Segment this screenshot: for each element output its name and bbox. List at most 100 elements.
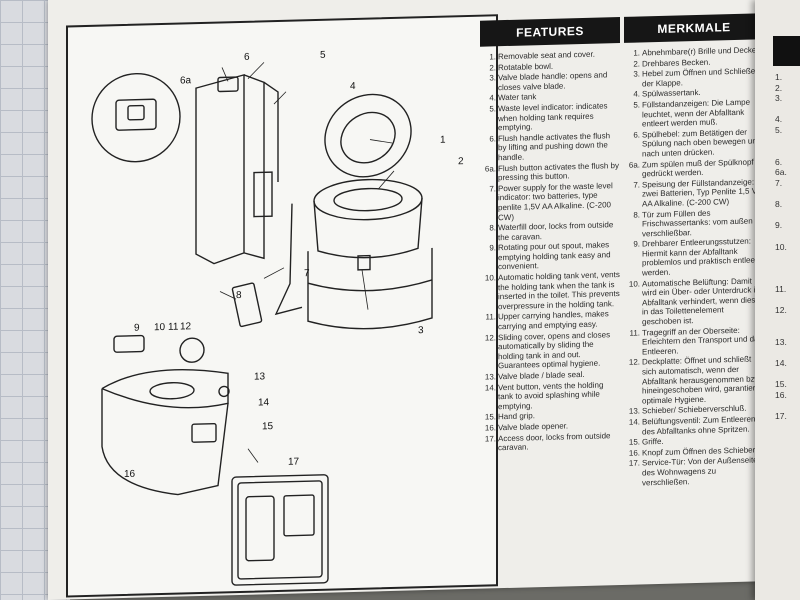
merkmale-item-number: 12. [628, 357, 640, 368]
features-item-number: 17. [484, 433, 496, 444]
features-item-text: Access door, locks from outside caravan. [498, 430, 611, 453]
features-item-text: Valve blade handle: opens and closes val… [498, 70, 608, 92]
callout-16: 16 [124, 468, 136, 481]
next-page-list: 1.2.3. 4.5. 6.6a.7. 8. 9. 10. 11. 12. 13… [775, 72, 800, 432]
features-item-number: 9. [489, 243, 496, 253]
features-item: 11.Upper carrying handles, makes carryin… [480, 309, 620, 332]
callout-8: 8 [236, 289, 242, 302]
features-item: 5.Waste level indicator: indicates when … [480, 101, 620, 133]
next-page-line [775, 294, 800, 305]
next-page-line: 6a. [775, 167, 787, 178]
features-item: 6.Flush handle activates the flush by li… [480, 131, 620, 163]
merkmale-item: 6a.Zum spülen muß der Spülknopf gedrückt… [624, 157, 758, 180]
next-page-line [775, 104, 800, 115]
callout-10: 10 [154, 321, 166, 334]
callout-17: 17 [288, 456, 300, 468]
merkmale-item-number: 5. [633, 100, 640, 110]
merkmale-item-text: Spülwassertank. [642, 88, 701, 99]
manual-page: 1 2 3 4 5 6 6a 7 8 9 10 11 12 13 14 15 1… [48, 0, 758, 600]
next-page-line [775, 189, 800, 200]
merkmale-item: 12.Deckplatte: Öffnet und schließt sich … [624, 355, 758, 407]
features-item-text: Automatic holding tank vent, vents the h… [498, 270, 620, 312]
merkmale-heading: MERKMALE [624, 13, 758, 43]
flush-handle-shape [217, 76, 239, 93]
features-item-text: Valve blade / blade seal. [498, 369, 585, 382]
merkmale-item: 17.Service-Tür: Von der Außenseite des W… [624, 456, 758, 488]
next-page-line [775, 263, 800, 274]
next-page-line [775, 273, 800, 284]
features-item-text: Power supply for the waste level indicat… [498, 180, 613, 222]
merkmale-item-text: Füllstandanzeigen: Die Lampe leuchtet, w… [642, 97, 751, 129]
features-item-number: 15. [484, 412, 496, 422]
merkmale-item-number: 3. [633, 69, 640, 79]
features-item-number: 6. [489, 134, 496, 144]
next-page-line: 10. [775, 241, 787, 252]
merkmale-item-text: Drehbares Becken. [642, 57, 711, 69]
features-item-text: Rotatable bowl. [498, 61, 554, 72]
features-item-number: 16. [484, 423, 496, 433]
features-item: 6a.Flush button activates the flush by p… [480, 161, 620, 184]
valve-handle-shape [357, 254, 371, 271]
callout-12: 12 [180, 321, 192, 333]
merkmale-item-text: Zum spülen muß der Spülknopf gedrückt we… [642, 157, 754, 179]
features-item: 3.Valve blade handle: opens and closes v… [480, 70, 620, 93]
merkmale-item-number: 2. [633, 59, 640, 69]
next-page-line [775, 326, 800, 337]
next-page-line: 13. [775, 336, 787, 347]
features-item-number: 10. [484, 273, 496, 283]
merkmale-item-text: Spülhebel: zum Betätigen der Spülung nac… [642, 127, 758, 159]
access-door-frame [231, 474, 329, 586]
features-item-number: 12. [484, 332, 496, 343]
features-item-text: Upper carrying handles, makes carrying a… [498, 309, 609, 332]
merkmale-item-text: Tür zum Füllen des Frischwassertanks: vo… [642, 208, 753, 239]
merkmale-item-number: 13. [628, 406, 640, 417]
features-item-number: 6a. [484, 163, 496, 174]
merkmale-item-number: 8. [633, 209, 640, 220]
pump-shape [253, 171, 273, 218]
next-page-line [775, 136, 800, 147]
callout-2: 2 [458, 156, 464, 168]
merkmale-item: 9.Drehbarer Entleerungsstutzen: Hiermit … [624, 237, 758, 279]
callout-4: 4 [350, 80, 356, 93]
merkmale-item-number: 9. [633, 239, 640, 249]
features-item-number: 5. [489, 104, 496, 114]
features-item-text: Flush handle activates the flush by lift… [498, 131, 611, 163]
callout-6: 6 [244, 51, 250, 63]
merkmale-list: 1.Abnehmbare(r) Brille und Deckel.2.Dreh… [624, 45, 758, 488]
features-item-number: 4. [489, 93, 496, 103]
features-item-text: Waterfill door, locks from outside the c… [498, 220, 614, 242]
features-item-number: 8. [489, 223, 496, 233]
next-page-line [775, 210, 800, 221]
features-item-text: Sliding cover, opens and closes automati… [498, 329, 611, 371]
merkmale-item-text: Hebel zum Öffnen und Schließen der Klapp… [642, 66, 758, 89]
features-item: 12.Sliding cover, opens and closes autom… [480, 330, 620, 372]
next-page-line: 3. [775, 93, 783, 104]
merkmale-item: 14.Belüftungsventil: Zum Entleeren des A… [624, 414, 758, 437]
merkmale-item-text: Belüftungsventil: Zum Entleeren des Abfa… [642, 414, 756, 437]
callout-6a: 6a [180, 75, 192, 87]
features-item-text: Hand grip. [498, 411, 535, 422]
next-page-line [775, 347, 800, 358]
callout-3: 3 [418, 325, 424, 337]
toilet-diagram: 1 2 3 4 5 6 6a 7 8 9 10 11 12 13 14 15 1… [66, 14, 498, 598]
next-page-line [775, 146, 800, 157]
features-item-text: Waste level indicator: indicates when ho… [498, 101, 608, 133]
merkmale-item-text: Service-Tür: Von der Außenseite des Wohn… [642, 455, 758, 487]
merkmale-item-text: Schieber/ Schieberverschluß. [642, 404, 747, 416]
callout-11: 11 [168, 321, 179, 333]
merkmale-item-number: 14. [628, 417, 640, 427]
features-column: FEATURES 1.Removable seat and cover.2.Ro… [480, 17, 620, 454]
merkmale-item: 8.Tür zum Füllen des Frischwassertanks: … [624, 207, 758, 239]
features-item-text: Vent button, vents the holding tank to a… [498, 380, 604, 411]
merkmale-item: 7.Speisung der Füllstandanzeige: zwei Ba… [624, 177, 758, 209]
merkmale-item-number: 10. [628, 279, 640, 289]
features-item-number: 11. [485, 312, 496, 322]
next-page-edge: 1.2.3. 4.5. 6.6a.7. 8. 9. 10. 11. 12. 13… [755, 0, 800, 600]
next-page-line: 11. [775, 283, 787, 294]
toilet-illustration [91, 62, 433, 586]
merkmale-item: 5.Füllstandanzeigen: Die Lampe leuchtet,… [624, 97, 758, 129]
next-page-line: 15. [775, 379, 787, 390]
next-page-line: 9. [775, 220, 783, 231]
merkmale-item-text: Tragegriff an der Oberseite: Erleichtern… [642, 325, 758, 357]
features-item-text: Flush button activates the flush by pres… [498, 160, 619, 183]
